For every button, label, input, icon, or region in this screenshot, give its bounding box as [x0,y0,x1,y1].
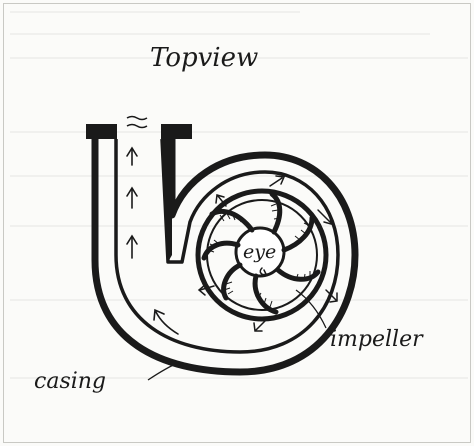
discharge-flange-right [161,124,192,139]
impeller-vane [224,265,240,298]
eye-label: eye [243,241,276,263]
flow-arrow [156,312,178,334]
casing-label: casing [34,369,106,394]
flow-arrow [270,178,282,186]
impeller-vane [255,276,276,312]
casing-leader-line [148,362,180,380]
impeller-label: impeller [330,327,424,352]
diagram-title: Topview [150,43,258,73]
outlet-flow-marks [127,117,147,128]
discharge-flange-left [86,124,117,139]
